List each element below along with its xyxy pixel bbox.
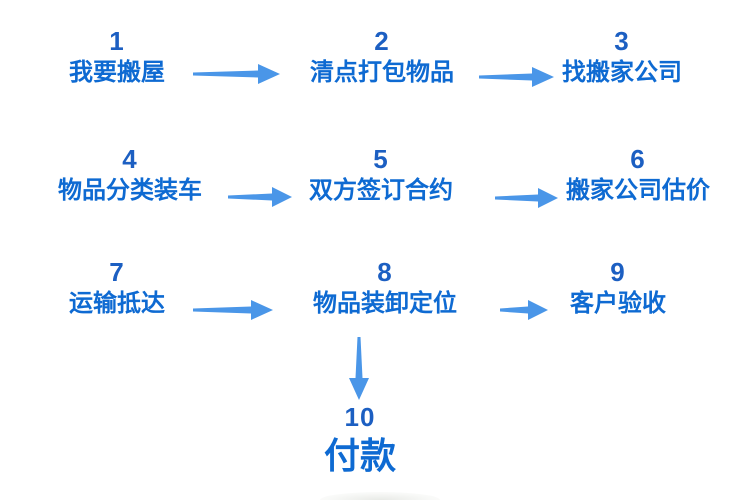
arrow-right-icon <box>495 188 558 208</box>
step-4: 4 物品分类装车 <box>20 142 240 206</box>
step-2-number: 2 <box>374 26 390 56</box>
arrow-right-icon <box>193 64 280 84</box>
step-3: 3 找搬家公司 <box>512 24 732 88</box>
step-3-label: 找搬家公司 <box>562 59 682 86</box>
step-2: 2 清点打包物品 <box>272 24 492 88</box>
step-10-number: 10 <box>344 402 376 432</box>
step-2-label: 清点打包物品 <box>310 59 454 86</box>
step-7-label: 运输抵达 <box>69 290 165 317</box>
step-9-label: 客户验收 <box>570 290 666 317</box>
arrow-right-icon <box>500 300 548 320</box>
step-10: 10 付款 <box>250 402 470 478</box>
step-6-label: 搬家公司估价 <box>566 177 710 204</box>
arrow-right-icon <box>228 187 292 207</box>
step-5-number: 5 <box>373 144 389 174</box>
arrow-right-icon <box>193 300 273 320</box>
step-1: 1 我要搬屋 <box>7 24 227 88</box>
step-9-number: 9 <box>610 257 626 287</box>
arrow-down-icon <box>349 337 369 400</box>
step-10-label: 付款 <box>323 435 396 476</box>
step-4-label: 物品分类装车 <box>58 177 202 204</box>
step-6-number: 6 <box>630 144 646 174</box>
step-1-number: 1 <box>109 26 125 56</box>
step-8: 8 物品装卸定位 <box>275 255 495 319</box>
step-5-label: 双方签订合约 <box>309 177 453 204</box>
step-1-label: 我要搬屋 <box>69 59 165 86</box>
arrow-right-icon <box>479 67 554 87</box>
step-8-number: 8 <box>377 257 393 287</box>
step-4-number: 4 <box>122 144 138 174</box>
step-3-number: 3 <box>614 26 630 56</box>
step-7-number: 7 <box>109 257 125 287</box>
step-6: 6 搬家公司估价 <box>528 142 748 206</box>
step-5: 5 双方签订合约 <box>271 142 491 206</box>
step-8-label: 物品装卸定位 <box>313 290 457 317</box>
step-9: 9 客户验收 <box>508 255 728 319</box>
step-7: 7 运输抵达 <box>7 255 227 319</box>
bottom-edge-smudge <box>320 492 440 500</box>
